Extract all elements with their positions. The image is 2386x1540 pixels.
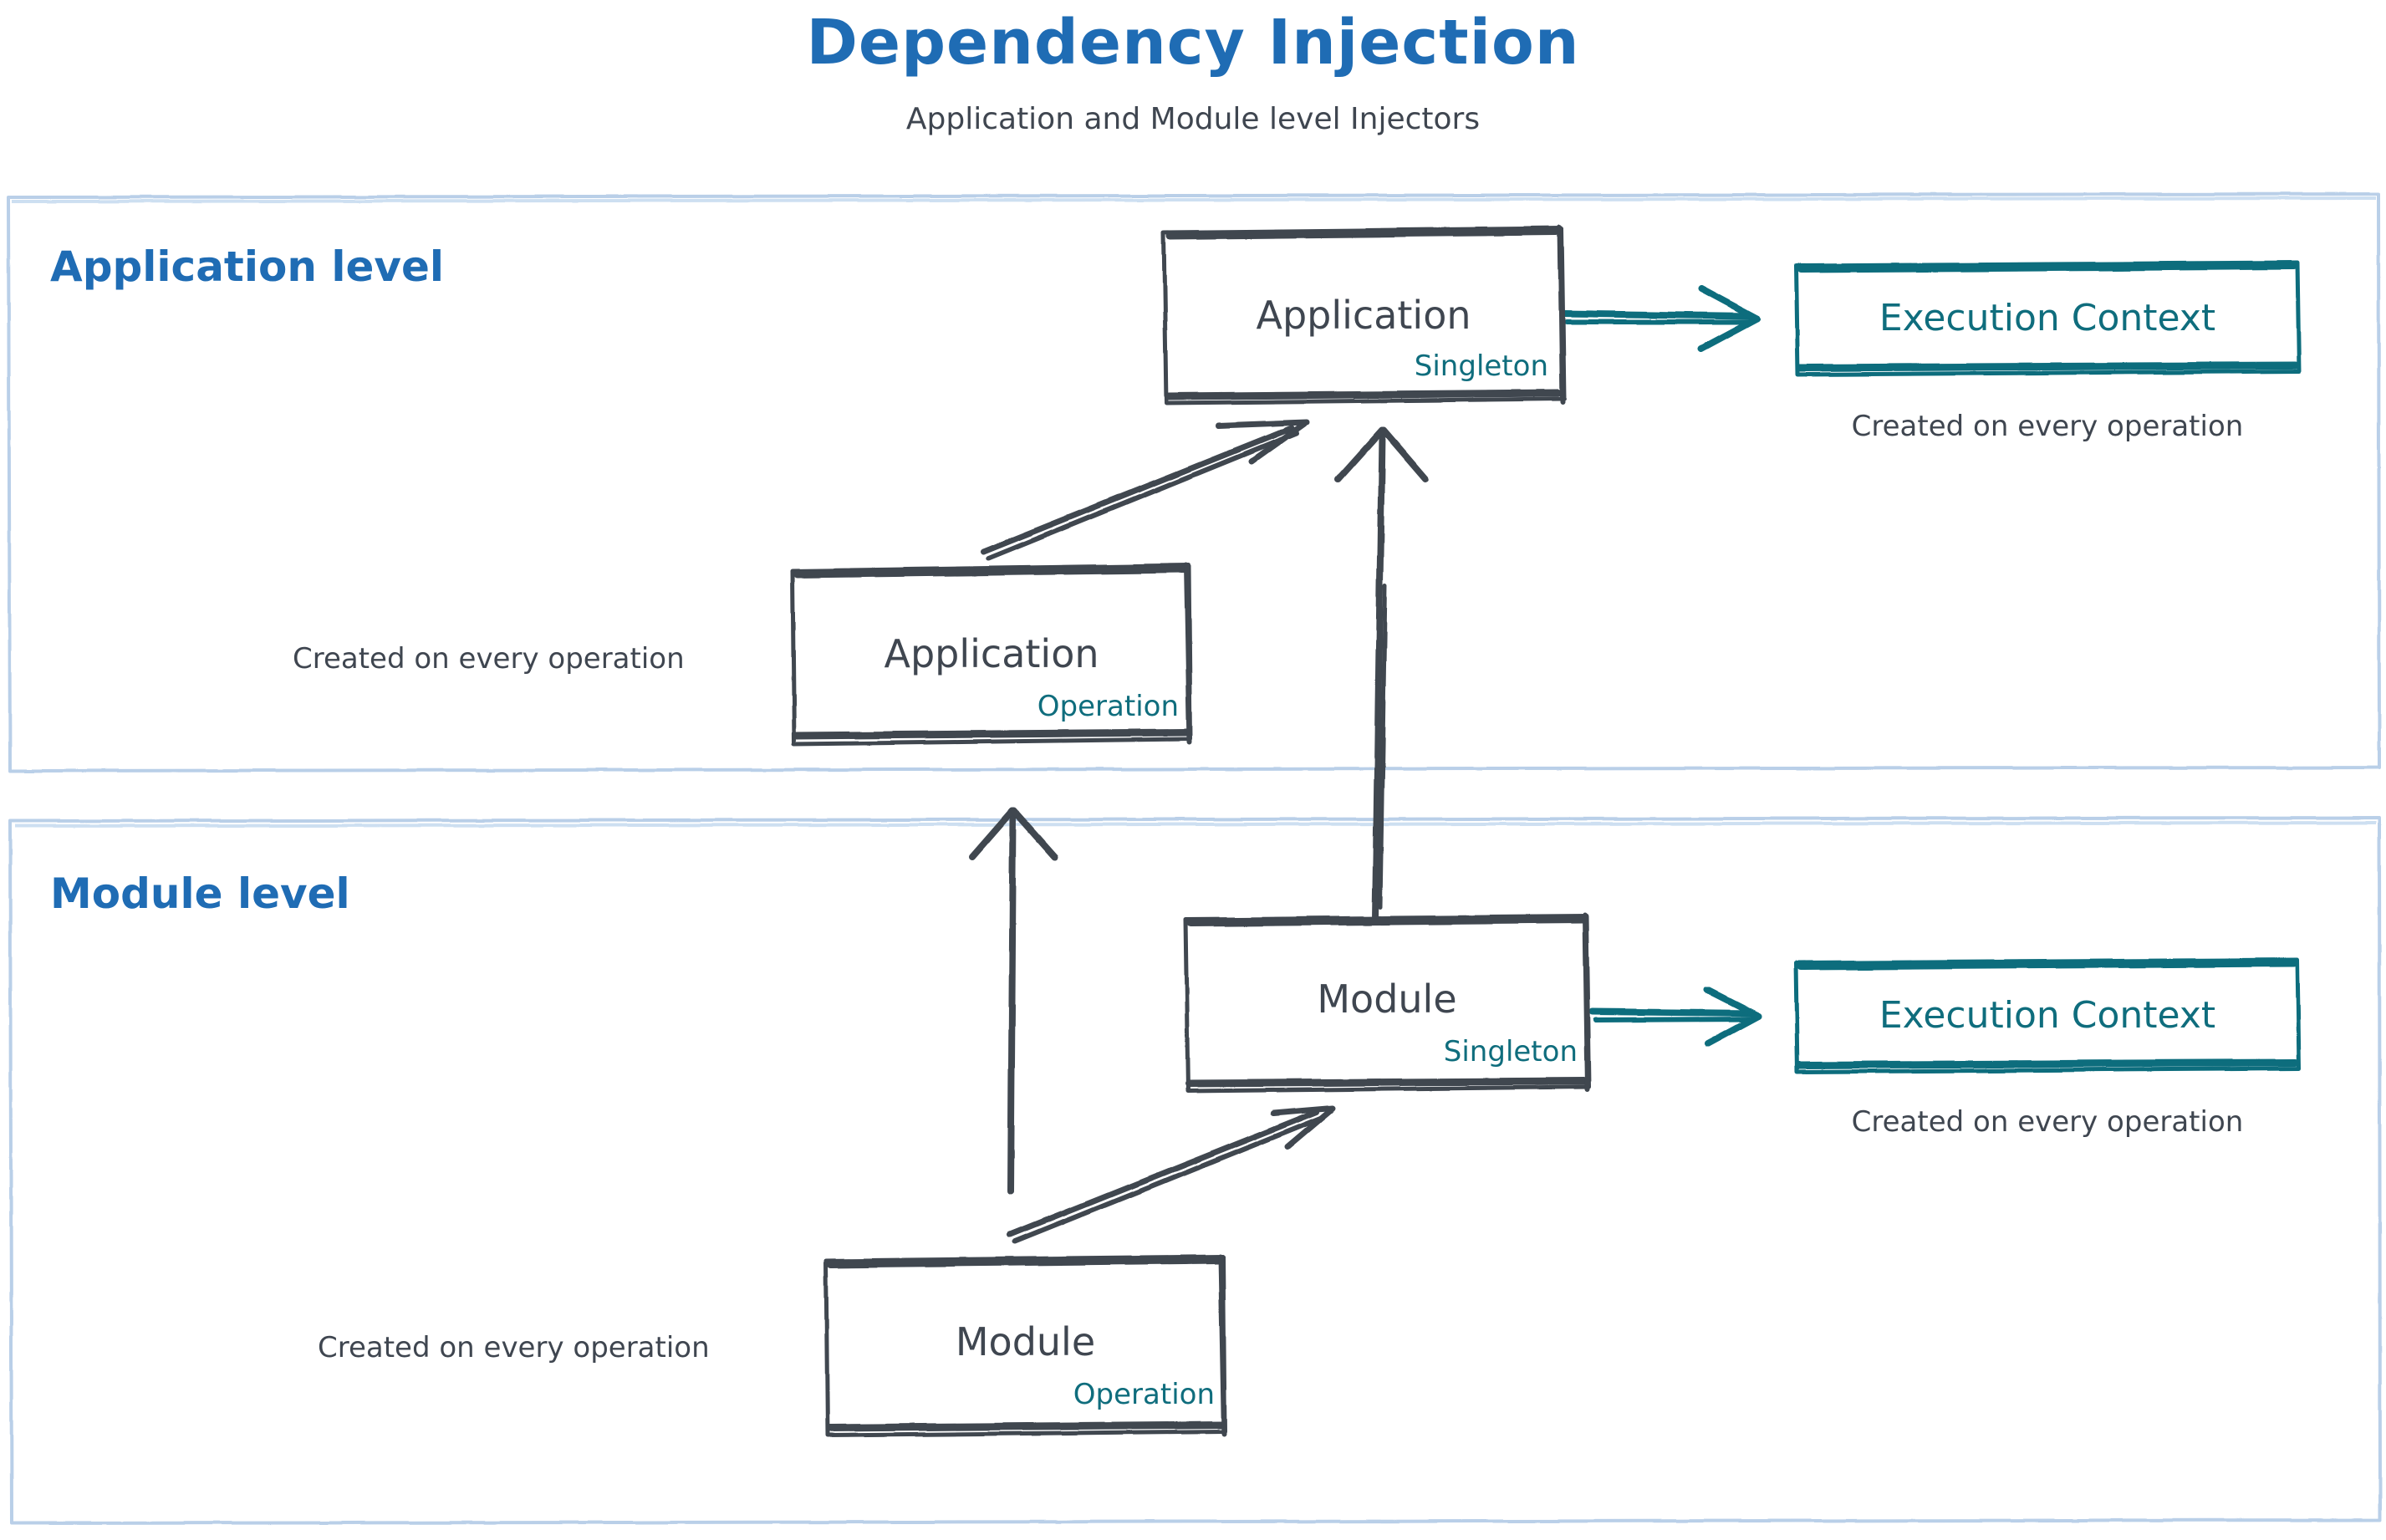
node-module-execution-context-box[interactable] (1793, 957, 2302, 1074)
node-application-singleton-box[interactable] (1161, 225, 1567, 405)
panel-application-level (7, 192, 2381, 773)
edge-module-operation-to-module-singleton (1007, 1104, 1336, 1244)
node-application-execution-context-box[interactable] (1793, 260, 2302, 377)
node-module-operation-box[interactable] (823, 1254, 1227, 1438)
edge-module-singleton-to-execution-context (1589, 987, 1761, 1047)
panel-module-level-border-echo (14, 821, 2377, 828)
edge-module-operation-to-application-operation (969, 808, 1058, 1195)
node-application-operation-box[interactable] (790, 563, 1193, 747)
edge-application-operation-to-application-singleton (980, 419, 1310, 561)
panel-application-level-border (7, 192, 2381, 773)
node-module-singleton-box[interactable] (1183, 913, 1592, 1094)
panel-module-level-border (8, 816, 2382, 1525)
edge-application-singleton-to-execution-context (1560, 285, 1761, 352)
panel-application-level-border-echo (11, 196, 2377, 203)
panel-module-level (8, 816, 2382, 1525)
edge-module-singleton-to-application-singleton (1335, 427, 1429, 923)
